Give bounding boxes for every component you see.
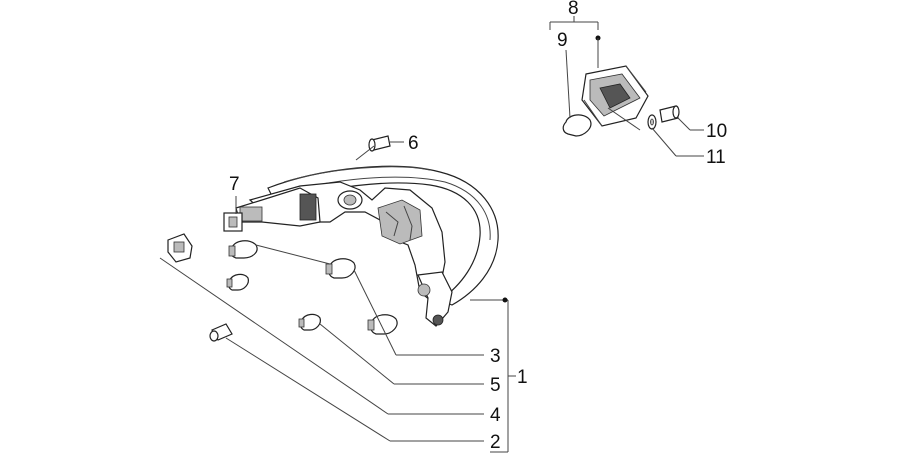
plate-leader-lines [549,16,704,157]
clip-part-7 [223,212,243,232]
callout-5: 5 [490,375,501,396]
lamp-holder-clip [167,233,193,263]
callout-9: 9 [557,30,568,51]
tail-light-housing [235,165,499,327]
screw-part-6 [355,135,391,161]
callout-10: 10 [706,121,727,142]
callout-11: 11 [706,147,726,168]
bulb-part-9 [562,114,592,137]
callout-2: 2 [490,432,501,453]
bulb-part-4 [226,273,249,291]
callout-7: 7 [229,174,240,195]
bulb-part-5 [298,313,321,331]
bulb-part-2 [209,323,233,342]
bulb-part-3c [367,314,398,335]
callout-8: 8 [568,0,579,19]
leader-lines [159,141,516,453]
callout-3: 3 [490,346,501,367]
callout-4: 4 [490,405,501,426]
screw-part-10 [659,105,680,123]
washer-part-11 [647,114,657,130]
bulb-part-3b [325,258,356,279]
callout-1: 1 [517,367,528,388]
plate-light-housing [581,65,649,127]
bulb-part-3a [228,240,258,259]
callout-6: 6 [408,133,419,154]
